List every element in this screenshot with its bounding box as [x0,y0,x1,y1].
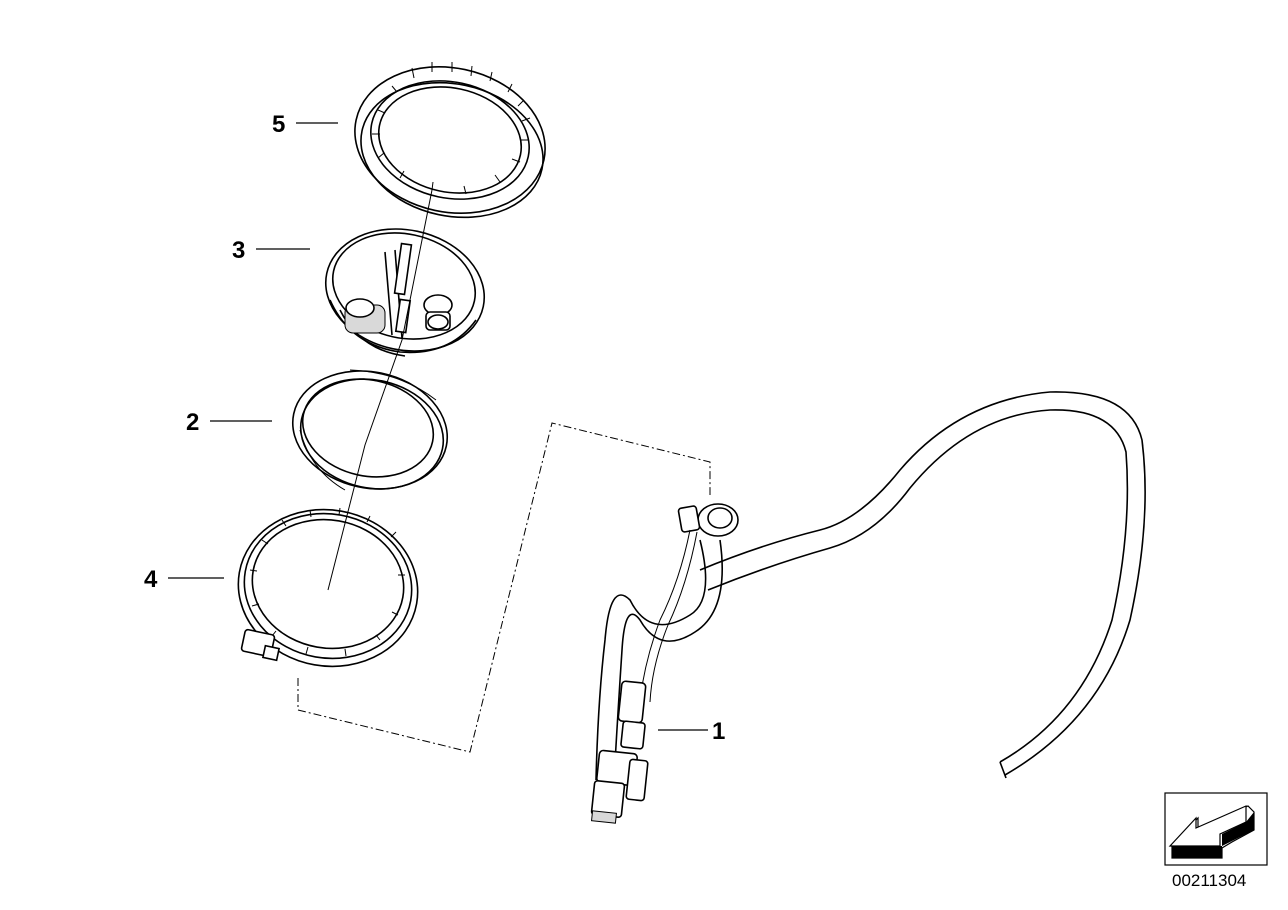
reference-number: 00211304 [1172,871,1246,890]
group-bracket [297,422,711,753]
part-3-pump-flange[interactable] [314,215,495,366]
callout-4: 4 [144,566,158,593]
callout-5: 5 [272,111,285,138]
part-5-locking-ring[interactable] [341,50,559,234]
arrow-down-left-icon[interactable] [1164,792,1268,866]
callout-1: 1 [712,718,725,745]
assembly-axis [327,189,433,591]
callout-3: 3 [232,237,245,264]
part-1-fuel-line[interactable] [590,391,1146,824]
callout-2: 2 [186,409,199,436]
